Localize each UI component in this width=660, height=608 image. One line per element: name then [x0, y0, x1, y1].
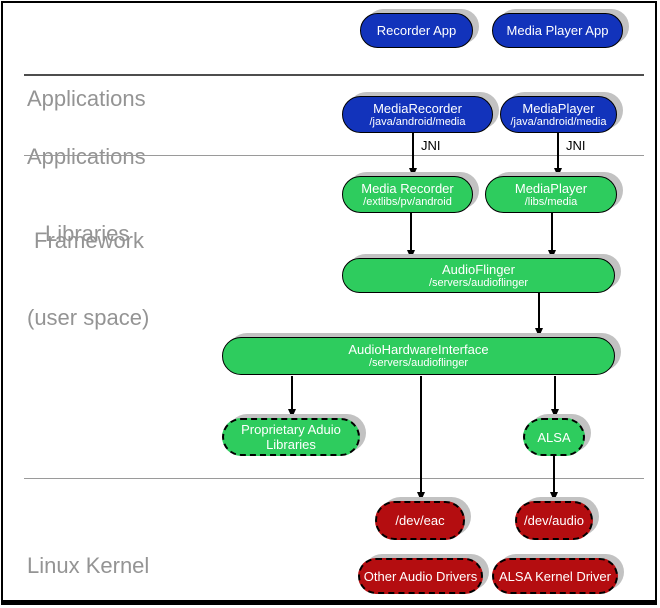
node-recorder-app: Recorder App: [360, 13, 473, 48]
node-audioflinger: AudioFlinger /servers/audioflinger: [342, 258, 615, 293]
node-title: Media Recorder: [361, 180, 454, 196]
node-subtitle: /libs/media: [524, 195, 578, 208]
node-title: Media Player App: [506, 23, 609, 38]
node-dev-audio: /dev/audio: [515, 501, 593, 540]
node-subtitle: /java/android/media: [369, 115, 466, 128]
node-title: Proprietary Aduio: [241, 422, 341, 437]
separator-line: [24, 155, 644, 156]
arrow-mediarecorder-to-audioflinger: [406, 213, 415, 259]
node-subtitle: /servers/audioflinger: [368, 357, 469, 369]
node-alsa-kernel-driver: ALSA Kernel Driver: [492, 558, 618, 594]
arrow-mediaplayer-jni: [553, 133, 562, 177]
node-media-recorder-lib: Media Recorder /extlibs/pv/android: [342, 176, 473, 213]
node-subtitle: /servers/audioflinger: [428, 276, 529, 289]
node-subtitle: /java/android/media: [510, 115, 607, 128]
arrowhead-down-icon: [550, 409, 559, 418]
node-title: MediaPlayer: [522, 100, 595, 116]
arrowhead-down-icon: [549, 492, 558, 501]
node-media-player-app: Media Player App: [492, 13, 623, 48]
edge-label-jni-right: JNI: [566, 138, 586, 153]
section-label-text: Applications: [27, 144, 146, 169]
node-alsa: ALSA: [523, 418, 585, 456]
separator-line: [24, 74, 644, 76]
node-title: Recorder App: [376, 23, 457, 38]
node-title: AudioHardwareInterface: [348, 342, 489, 357]
node-mediaplayer-framework: MediaPlayer /java/android/media: [500, 96, 617, 133]
node-dev-eac: /dev/eac: [375, 501, 465, 540]
node-mediaplayer-lib: MediaPlayer /libs/media: [485, 176, 617, 213]
section-label-linux-kernel: Linux Kernel: [27, 496, 149, 608]
node-title: /dev/eac: [395, 513, 445, 528]
section-label-text: Libraries: [45, 221, 130, 246]
arrow-audioflinger-to-audiohw: [534, 293, 543, 337]
node-proprietary-audio-libraries: Proprietary Aduio Libraries: [222, 418, 360, 456]
node-mediarecorder-framework: MediaRecorder /java/android/media: [342, 96, 493, 133]
edge-label-jni-left: JNI: [421, 138, 441, 153]
arrow-mediarecorder-jni: [408, 133, 417, 177]
node-title: Other Audio Drivers: [363, 568, 478, 584]
arrowhead-down-icon: [408, 168, 417, 177]
node-title: MediaPlayer: [514, 180, 588, 196]
section-label-applications-framework: Applications Framework: [27, 87, 146, 283]
arrowhead-down-icon: [406, 250, 415, 259]
arrowhead-down-icon: [547, 250, 556, 259]
arrow-audiohw-to-dev-eac: [416, 376, 425, 501]
arrow-mediaplayer-to-audioflinger: [547, 213, 556, 259]
arrow-alsa-to-dev-audio: [549, 456, 558, 501]
arrow-audiohw-to-proprietary: [287, 376, 296, 418]
node-audiohardwareinterface: AudioHardwareInterface /servers/audiofli…: [222, 337, 615, 375]
arrowhead-down-icon: [287, 409, 296, 418]
section-label-applications: Applications: [27, 29, 146, 141]
node-other-audio-drivers: Other Audio Drivers: [358, 558, 483, 594]
node-title: ALSA: [537, 429, 571, 445]
arrowhead-down-icon: [553, 168, 562, 177]
section-label-text: Applications: [27, 86, 146, 111]
node-title: Libraries: [266, 437, 316, 452]
separator-line: [24, 478, 644, 479]
section-label-text: (user space): [27, 305, 150, 330]
arrowhead-down-icon: [416, 492, 425, 501]
section-label-text: Linux Kernel: [27, 553, 150, 578]
node-title: ALSA Kernel Driver: [499, 568, 611, 584]
node-subtitle: /extlibs/pv/android: [363, 195, 452, 208]
section-label-libraries: Libraries (user space): [27, 164, 149, 360]
node-title: AudioFlinger: [442, 261, 515, 277]
section-label-text: Framework: [34, 228, 145, 253]
node-title: MediaRecorder: [373, 100, 462, 116]
arrow-audiohw-to-alsa: [550, 376, 559, 418]
node-title: /dev/audio: [524, 513, 584, 528]
arrowhead-down-icon: [534, 328, 543, 337]
